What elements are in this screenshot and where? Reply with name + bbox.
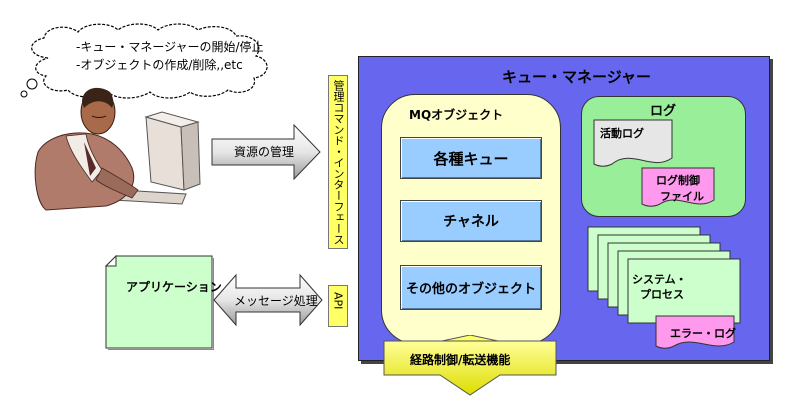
- thought-cloud: -キュー・マネージャーの開始/停止 -オブジェクトの作成/削除,,etc: [18, 20, 288, 100]
- cloud-text-line-1: -キュー・マネージャーの開始/停止: [76, 40, 264, 54]
- application-document: [102, 250, 215, 351]
- application-label: アプリケーション: [126, 280, 222, 294]
- administrator-illustration: [6, 72, 211, 217]
- channel-box: チャネル: [400, 200, 542, 242]
- log-control-file-document: [640, 166, 716, 210]
- routing-transfer-label: 経路制御/転送機能: [410, 353, 511, 367]
- active-log-label: 活動ログ: [600, 127, 644, 140]
- resource-management-label: 資源の管理: [234, 145, 295, 159]
- system-process-label-1: システム・: [632, 273, 687, 286]
- active-log-document: [592, 118, 674, 170]
- management-command-interface: 管理コマンド・インターフェース: [328, 75, 348, 249]
- api-label: API: [331, 292, 345, 310]
- system-process-stack: [586, 225, 744, 325]
- resource-management-arrow: 資源の管理: [210, 123, 322, 181]
- error-log-label: エラー・ログ: [670, 327, 736, 340]
- message-processing-arrow: メッセージ処理: [212, 271, 324, 329]
- log-control-file-label-2: ファイル: [660, 190, 704, 203]
- system-process-label-2: プロセス: [640, 288, 684, 301]
- log-title: ログ: [650, 104, 677, 119]
- cloud-text-line-2: -オブジェクトの作成/削除,,etc: [76, 58, 243, 72]
- mq-objects-title: MQオブジェクト: [409, 108, 504, 122]
- management-command-interface-label: 管理コマンド・インターフェース: [332, 80, 345, 245]
- api-interface: API: [328, 285, 348, 327]
- error-log-document: [654, 314, 736, 352]
- routing-transfer-arrow: [382, 334, 558, 397]
- other-objects-box: その他のオブジェクト: [400, 265, 542, 310]
- queues-box: 各種キュー: [400, 137, 542, 179]
- message-processing-label: メッセージ処理: [234, 294, 318, 308]
- queue-manager-title: キュー・マネージャー: [502, 68, 651, 86]
- log-control-file-label-1: ログ制御: [656, 174, 700, 187]
